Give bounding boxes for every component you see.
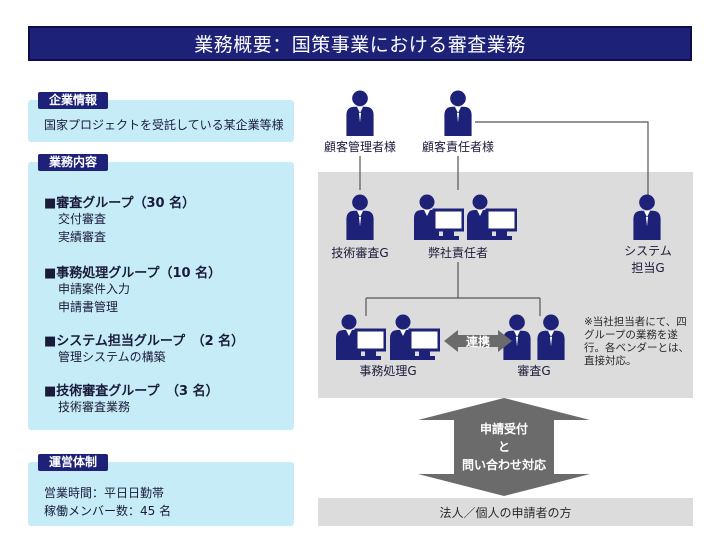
tech-review-icon	[346, 194, 374, 240]
renkei-label: 連携	[465, 335, 490, 349]
client-responsible-label: 顧客責任者様	[421, 140, 494, 154]
applicants-bar: 法人／個人の申請者の方	[318, 498, 693, 526]
our-responsible-pc-icon	[414, 194, 464, 240]
system-label-line1: システム	[624, 244, 672, 258]
arrow-text-line1: 申請受付	[479, 422, 528, 436]
operation-tag: 運営体制	[38, 454, 109, 471]
group-item: 申請書管理	[58, 300, 119, 314]
our-responsible-label: 弊社責任者	[427, 246, 488, 260]
client-responsible-icon	[444, 90, 472, 136]
tech-review-label: 技術審査G	[331, 246, 389, 260]
review-staff-icon	[537, 314, 565, 360]
system-label: システム 担当G	[612, 243, 684, 277]
review-label: 審査G	[517, 364, 551, 378]
company-info-tag: 企業情報	[38, 92, 109, 109]
review-staff-icon	[503, 314, 531, 360]
operation-members: 稼働メンバー数：45 名	[44, 504, 172, 518]
admin-pc-icon	[390, 314, 440, 360]
page-title: 業務概要：国策事業における審査業務	[28, 26, 692, 61]
group-title-review: ■審査グループ（30 名）	[44, 196, 196, 211]
company-info-text: 国家プロジェクトを受託している某企業等様	[44, 118, 284, 132]
renkei-double-arrow	[444, 330, 512, 352]
client-manager-icon	[346, 90, 374, 136]
big-double-arrow	[418, 398, 590, 496]
group-item: 管理システムの構築	[58, 350, 166, 364]
note-text: ※当社担当者にて、四グループの業務を遂行。各ベンダーとは、直接対応。	[584, 316, 689, 367]
arrow-text-line2: と	[497, 440, 510, 454]
company-info-panel: 企業情報 国家プロジェクトを受託している某企業等様	[28, 92, 294, 142]
admin-pc-icon	[336, 314, 386, 360]
group-item: 実績審査	[58, 230, 107, 244]
arrow-text-line3: 問い合わせ対応	[461, 458, 546, 472]
business-content-tag: 業務内容	[38, 154, 109, 171]
business-content-panel: 業務内容 ■審査グループ（30 名） 交付審査 実績審査 ■事務処理グループ（1…	[28, 154, 294, 430]
connector-lines	[359, 121, 649, 316]
group-item: 交付審査	[58, 212, 107, 226]
operation-hours: 営業時間：平日日勤帯	[44, 486, 165, 500]
group-title-admin: ■事務処理グループ（10 名）	[44, 266, 222, 281]
group-title-system: ■システム担当グループ （2 名）	[44, 334, 245, 349]
client-manager-label: 顧客管理者様	[323, 140, 396, 154]
system-staff-icon	[633, 194, 661, 240]
our-responsible-pc-icon	[467, 194, 517, 240]
group-item: 技術審査業務	[58, 400, 131, 414]
group-item: 申請案件入力	[58, 282, 131, 296]
system-label-line2: 担当G	[631, 261, 665, 275]
operation-panel: 運営体制 営業時間：平日日勤帯 稼働メンバー数：45 名	[28, 454, 294, 526]
admin-label: 事務処理G	[359, 364, 417, 378]
group-title-tech: ■技術審査グループ （3 名）	[44, 384, 219, 399]
